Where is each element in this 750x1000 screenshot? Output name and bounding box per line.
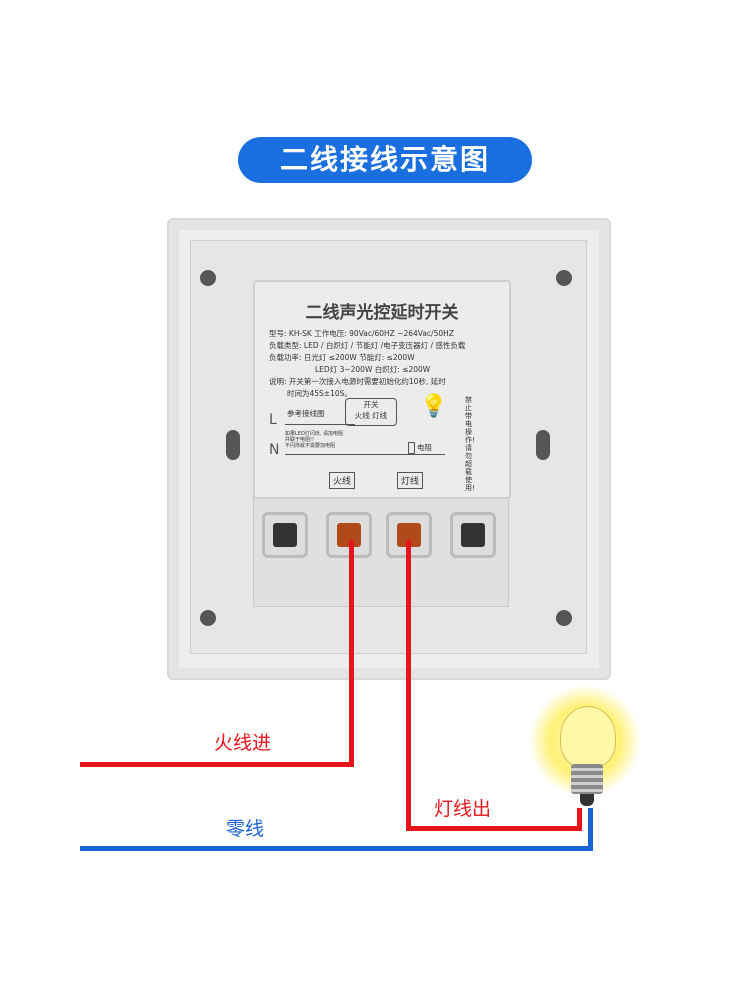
live-in-label: 火线进 bbox=[214, 732, 272, 754]
L-label: L bbox=[269, 412, 277, 428]
terminal-unused bbox=[450, 512, 496, 558]
resistor-label: 电阻 bbox=[417, 443, 432, 452]
resistor-icon bbox=[408, 442, 415, 454]
note-line: 并联于电阻!! bbox=[285, 437, 315, 443]
switch-box: 开关 火线 灯线 bbox=[345, 398, 397, 426]
diagram-title: 二线接线示意图 bbox=[238, 137, 532, 183]
module-heading: 二线声光控延时开关 bbox=[305, 303, 459, 323]
bulb-contact bbox=[580, 794, 594, 806]
N-label: N bbox=[269, 442, 280, 458]
lamp-wire bbox=[577, 808, 582, 831]
bulb-base bbox=[571, 764, 603, 794]
live-terminal-label: 火线 bbox=[329, 472, 356, 489]
screw-hole bbox=[556, 610, 572, 626]
screw-hole bbox=[556, 270, 572, 286]
lamp-wire bbox=[406, 540, 411, 830]
lamp-wire bbox=[406, 826, 582, 831]
screw-hole bbox=[200, 610, 216, 626]
terminal-unused bbox=[262, 512, 308, 558]
spec-line: 负载功率: 日光灯 ≤200W 节能灯: ≤200W bbox=[269, 353, 415, 362]
note-line: 不闪烁就不需要加电阻 bbox=[285, 443, 336, 449]
lamp-out-label: 灯线出 bbox=[434, 798, 492, 820]
ref-label: 参考接线图 bbox=[287, 409, 325, 418]
spec-line: 说明: 开关第一次接入电源时需要初始化约10秒, 延时 bbox=[269, 377, 446, 386]
spec-line: 负载类型: LED / 白炽灯 / 节能灯 /电子变压器灯 / 感性负载 bbox=[269, 341, 466, 350]
spec-line: LED灯 3~200W 白炽灯: ≤200W bbox=[315, 365, 431, 374]
screw-hole bbox=[200, 270, 216, 286]
neutral-label: 零线 bbox=[226, 818, 265, 840]
switch-module-label: 二线声光控延时开关 型号: KH-SK 工作电压: 90Vac/60HZ ~26… bbox=[253, 280, 511, 499]
switch-terms: 火线 灯线 bbox=[354, 411, 388, 420]
lamp-terminal-label: 灯线 bbox=[397, 472, 424, 489]
live-wire bbox=[349, 540, 354, 766]
mount-slot bbox=[536, 430, 550, 460]
warning-text: 禁止带电操作! 请勿超载使用! bbox=[465, 396, 475, 492]
neutral-wire bbox=[588, 808, 593, 851]
live-wire bbox=[80, 762, 354, 767]
mount-slot bbox=[226, 430, 240, 460]
spec-line: 型号: KH-SK 工作电压: 90Vac/60HZ ~264Vac/50HZ bbox=[269, 329, 454, 338]
bulb-icon: 💡 bbox=[420, 394, 448, 419]
spec-line: 时间为45S±10S。 bbox=[287, 389, 352, 398]
neutral-wire bbox=[80, 846, 593, 851]
note-line: 如果LED灯闪烁, 请加电阻 bbox=[285, 431, 343, 437]
switch-label: 开关 bbox=[363, 400, 379, 409]
light-bulb-icon bbox=[560, 706, 616, 768]
